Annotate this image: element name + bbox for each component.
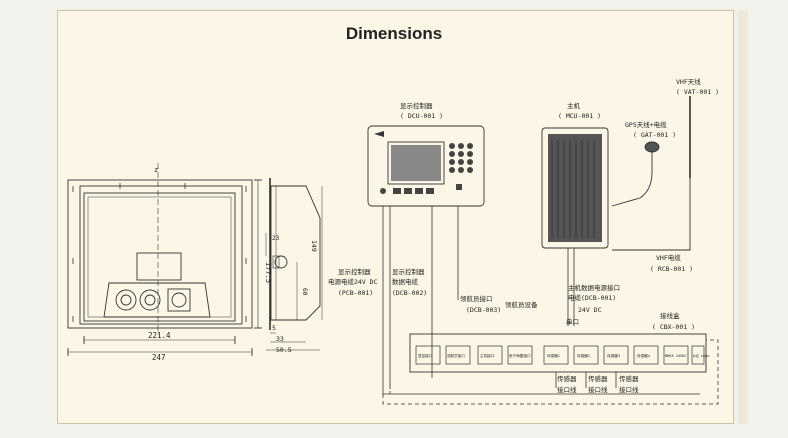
connector-top-box bbox=[136, 252, 182, 281]
drawing-panel bbox=[57, 10, 734, 424]
dim-149: 149 bbox=[310, 240, 318, 252]
power-cable-label-2: 电源电缆24V DC bbox=[328, 277, 378, 286]
sensor3-label-b: 接口线 bbox=[619, 385, 639, 394]
gps-code: ( GAT-001 ) bbox=[633, 131, 676, 139]
front-flange-inner bbox=[79, 185, 243, 325]
nav-device-label: 领航员设备 bbox=[505, 300, 538, 309]
connector-1 bbox=[115, 289, 137, 311]
dim-width-inner: 221.4 bbox=[148, 331, 171, 340]
connector-plate bbox=[103, 282, 211, 318]
display-controller-label: 显示控制器 bbox=[400, 101, 433, 110]
dim-5: 5 bbox=[272, 324, 276, 332]
connector-2 bbox=[139, 289, 161, 311]
right-margin-strip bbox=[738, 10, 748, 424]
power-cable-label-1: 显示控制器 bbox=[338, 267, 371, 276]
sensor2-label-b: 接口线 bbox=[588, 385, 608, 394]
brand-logo-icon bbox=[374, 131, 384, 137]
vhf-cable-code: ( RCB-001 ) bbox=[650, 265, 693, 273]
host-data-label-1: 主机数据电源接口 bbox=[568, 283, 620, 292]
side-view bbox=[265, 178, 323, 351]
junction-ports bbox=[415, 345, 705, 365]
jport-9: NMEA 24VDC bbox=[665, 354, 687, 358]
jport-8: 传感器4 bbox=[637, 353, 650, 358]
junction-box-code: ( CBX-001 ) bbox=[652, 323, 695, 331]
dim-60: 60 bbox=[301, 288, 308, 296]
host-code: ( MCU-001 ) bbox=[558, 112, 601, 120]
side-body bbox=[270, 185, 321, 321]
display-controller-code: ( DCU-001 ) bbox=[400, 112, 443, 120]
junction-box-label: 接线盒 bbox=[660, 311, 680, 320]
display-screen bbox=[387, 141, 445, 185]
sensor3-label-a: 传感器 bbox=[619, 374, 639, 383]
gps-antenna bbox=[611, 141, 660, 207]
data-cable-label-2: 数据电缆 bbox=[392, 277, 419, 286]
sensor2-label-a: 传感器 bbox=[588, 374, 608, 383]
sensor1-label-a: 传感器 bbox=[557, 374, 577, 383]
jport-10: 外接 24VDC bbox=[693, 353, 710, 358]
connector-3 bbox=[167, 288, 191, 312]
jport-2: 领航员接口 bbox=[447, 353, 465, 358]
front-outer-flange bbox=[67, 179, 253, 329]
nav-interface-label: 领航员接口 bbox=[460, 294, 493, 303]
dim-33: 33 bbox=[276, 335, 284, 343]
dim-23: 23 bbox=[272, 235, 280, 242]
jport-1: 显控接口 bbox=[418, 353, 433, 358]
gps-label: GPS天线+电缆 bbox=[625, 120, 667, 129]
display-controller-unit bbox=[367, 125, 485, 207]
jport-3: 主机接口 bbox=[480, 353, 495, 358]
jport-4: 电子海图接口 bbox=[509, 353, 531, 358]
side-connector bbox=[274, 255, 288, 269]
front-body bbox=[83, 192, 236, 322]
data-cable-code: (DCB-002) bbox=[392, 289, 427, 297]
junction-box bbox=[409, 333, 707, 373]
power-cable-code: (PCB-001) bbox=[338, 289, 373, 297]
vhf-antenna-code: ( VAT-001 ) bbox=[676, 88, 719, 96]
dc24-label: 24V DC bbox=[578, 306, 602, 314]
jport-7: 传感器3 bbox=[607, 353, 620, 358]
vhf-antenna-label: VHF天线 bbox=[676, 77, 701, 86]
flange-holes bbox=[72, 183, 247, 322]
vhf-antenna bbox=[612, 96, 691, 251]
front-view bbox=[67, 163, 262, 356]
vhf-cable-label: VHF电缆 bbox=[656, 253, 681, 262]
data-cable-label-1: 显示控制器 bbox=[392, 267, 425, 276]
dim-50-5: 50.5 bbox=[276, 346, 292, 354]
cable-runs bbox=[382, 206, 719, 405]
display-keypad bbox=[380, 143, 473, 194]
serial-label: 串口 bbox=[566, 318, 579, 326]
center-mark: z bbox=[154, 166, 158, 174]
host-unit bbox=[541, 127, 609, 249]
jport-5: 传感器1 bbox=[547, 353, 560, 358]
dim-height: 177.5 bbox=[264, 262, 272, 283]
page-title: Dimensions bbox=[345, 24, 443, 43]
host-label: 主机 bbox=[567, 101, 581, 110]
nav-interface-code: (DCB-003) bbox=[466, 306, 501, 314]
host-data-label-2: 电缆(DCB-001) bbox=[568, 293, 616, 302]
dim-width-outer: 247 bbox=[152, 353, 166, 362]
jport-6: 传感器2 bbox=[577, 353, 590, 358]
sensor1-label-b: 接口线 bbox=[557, 385, 577, 394]
